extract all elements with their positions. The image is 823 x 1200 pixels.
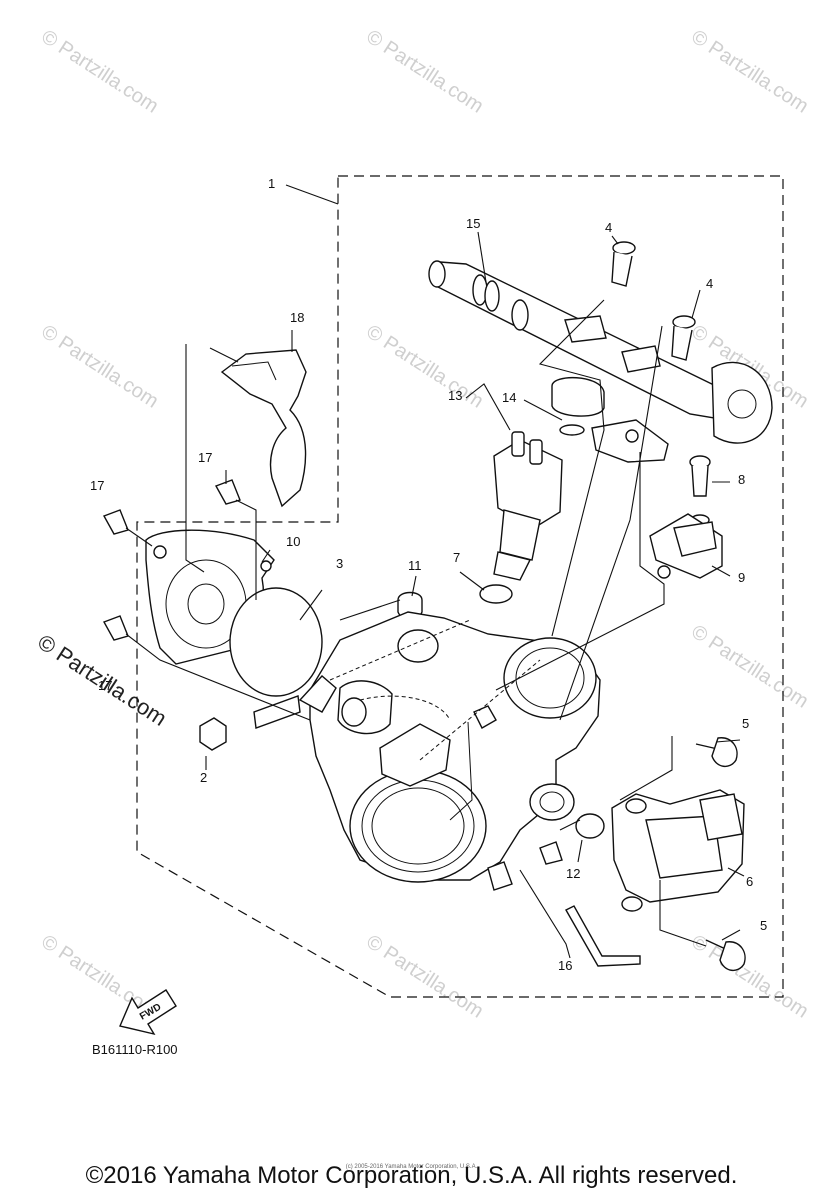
callout-17a: 17	[198, 450, 212, 465]
callout-7a: 7	[453, 550, 460, 565]
copyright-text: ©2016 Yamaha Motor Corporation, U.S.A. A…	[85, 1162, 738, 1189]
callout-17c: 17	[98, 678, 112, 693]
watermark: © Partzilla.com	[362, 321, 487, 413]
assembly-boundary	[136, 175, 784, 998]
callout-16: 16	[558, 958, 572, 973]
callout-12: 12	[566, 866, 580, 881]
fuel-injector	[493, 431, 563, 581]
callout-9: 9	[738, 570, 745, 585]
watermark: © Partzilla.com	[362, 931, 487, 1023]
screw-5a	[695, 737, 738, 767]
screw-8	[689, 455, 711, 497]
watermark: © Partzilla.com	[687, 621, 812, 713]
vacuum-pipe	[449, 721, 473, 821]
callout-13: 13	[448, 388, 462, 403]
watermark: © Partzilla.com	[687, 26, 812, 118]
callouts: 1 15 4 4 18 13 14 17 8 17 10 3 11 7 9 17…	[90, 176, 767, 973]
watermark: © Partzilla.com	[37, 26, 162, 118]
injector-seal	[479, 584, 513, 604]
screw-17b	[102, 509, 129, 535]
screw-17c	[102, 615, 129, 641]
leader-lines	[125, 184, 745, 959]
nut-2	[199, 695, 301, 751]
callout-8: 8	[738, 472, 745, 487]
throttle-position-sensor	[611, 789, 745, 912]
callout-2: 2	[200, 770, 207, 785]
callout-4a: 4	[605, 220, 612, 235]
vacuum-hose	[565, 905, 641, 967]
fwd-arrow: FWD	[119, 989, 177, 1036]
tiny-copyright: (c) 2005-2016 Yamaha Motor Corporation, …	[345, 1164, 478, 1170]
callout-3: 3	[336, 556, 343, 571]
watermark: © Partzilla.com	[37, 321, 162, 413]
callout-15: 15	[466, 216, 480, 231]
cover-o-ring	[229, 587, 323, 697]
screw-5b	[705, 939, 746, 971]
injector-clip	[551, 376, 605, 436]
hose-bracket	[220, 349, 307, 508]
watermark: © Partzilla.com	[687, 931, 812, 1023]
tps-o-ring	[575, 813, 605, 839]
callout-4b: 4	[706, 276, 713, 291]
callout-6: 6	[746, 874, 753, 889]
watermark: © Partzilla.com	[362, 26, 487, 118]
callout-17b: 17	[90, 478, 104, 493]
screw-4a	[611, 241, 636, 287]
callout-1: 1	[268, 176, 275, 191]
callout-18: 18	[290, 310, 304, 325]
intake-pressure-sensor	[649, 513, 723, 579]
diagram-code: B161110-R100	[92, 1042, 178, 1057]
screw-4b	[671, 315, 696, 361]
callout-11: 11	[408, 558, 422, 573]
throttle-body	[298, 611, 601, 891]
callout-10: 10	[286, 534, 300, 549]
screw-17a	[214, 479, 241, 505]
callout-5b: 5	[760, 918, 767, 933]
callout-5a: 5	[742, 716, 749, 731]
callout-14: 14	[502, 390, 516, 405]
fuel-rail	[428, 260, 773, 463]
